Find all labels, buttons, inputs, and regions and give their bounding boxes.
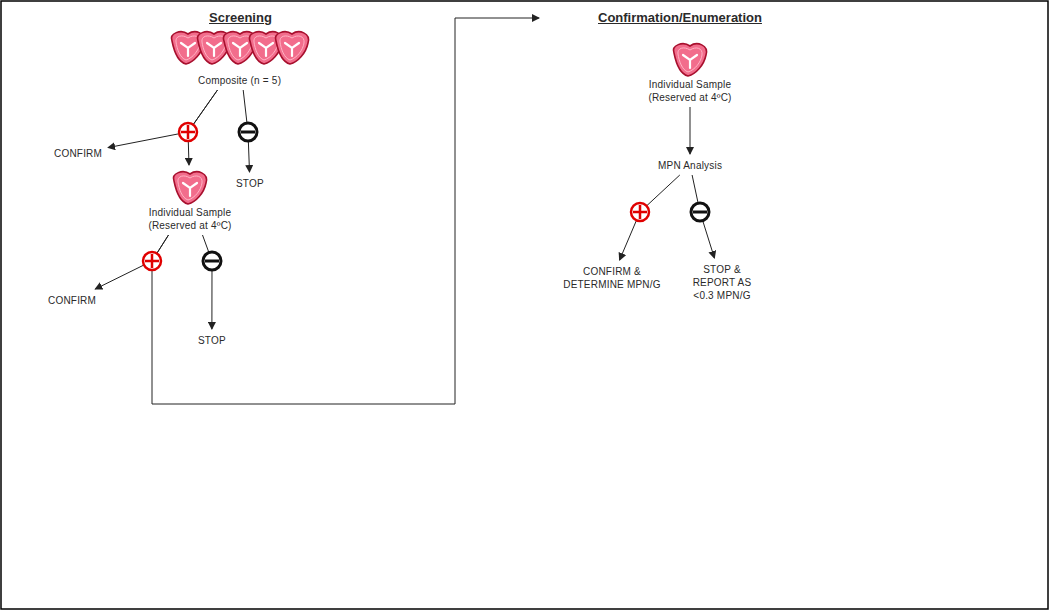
negative-symbol: [239, 123, 257, 141]
individual-sample-icon: [674, 44, 707, 76]
node-text: CONFIRM: [48, 294, 96, 307]
node-text: Composite (n = 5): [198, 74, 281, 87]
result-text: STOP & REPORT AS <0.3 MPN/G: [681, 261, 763, 304]
node-text: STOP: [236, 177, 264, 190]
negative-symbol: [203, 252, 221, 270]
sample-group: Composite (n = 5): [195, 28, 284, 89]
node-text: STOP & REPORT AS <0.3 MPN/G: [684, 263, 760, 302]
negative-symbol: [691, 203, 709, 221]
node-text: Individual Sample (Reserved at 4ºC): [637, 78, 743, 104]
composite-samples: [172, 32, 309, 64]
flow-arrow: [95, 235, 168, 289]
node-text: Individual Sample (Reserved at 4ºC): [137, 206, 243, 232]
flow-arrow: [108, 90, 217, 148]
result-text: CONFIRM & DETERMINE MPN/G: [551, 263, 673, 293]
result-text: STOP: [195, 332, 229, 349]
sample-group: Individual Sample (Reserved at 4ºC): [634, 40, 746, 106]
individual-sample-icon: [174, 172, 207, 204]
node-text: STOP: [198, 334, 226, 347]
positive-symbol: [143, 252, 161, 270]
node-text: CONFIRM & DETERMINE MPN/G: [554, 265, 670, 291]
section-heading: Screening: [209, 10, 272, 26]
section-panel: Confirmation/EnumerationIndividual Sampl…: [540, 4, 1010, 334]
node-text: CONFIRM: [54, 147, 102, 160]
flow-arrow: [690, 107, 691, 154]
result-text: STOP: [233, 175, 267, 192]
node-text: MPN Analysis: [658, 159, 722, 172]
flow-arrow: [620, 175, 680, 260]
flow-arrow: [203, 235, 213, 329]
positive-symbol: [631, 203, 649, 221]
result-text: CONFIRM: [51, 145, 105, 162]
section-heading: Confirmation/Enumeration: [598, 10, 1007, 26]
process-step: MPN Analysis: [655, 157, 725, 174]
result-text: CONFIRM: [45, 292, 99, 309]
positive-symbol: [179, 123, 197, 141]
sample-group: Individual Sample (Reserved at 4ºC): [134, 168, 246, 234]
